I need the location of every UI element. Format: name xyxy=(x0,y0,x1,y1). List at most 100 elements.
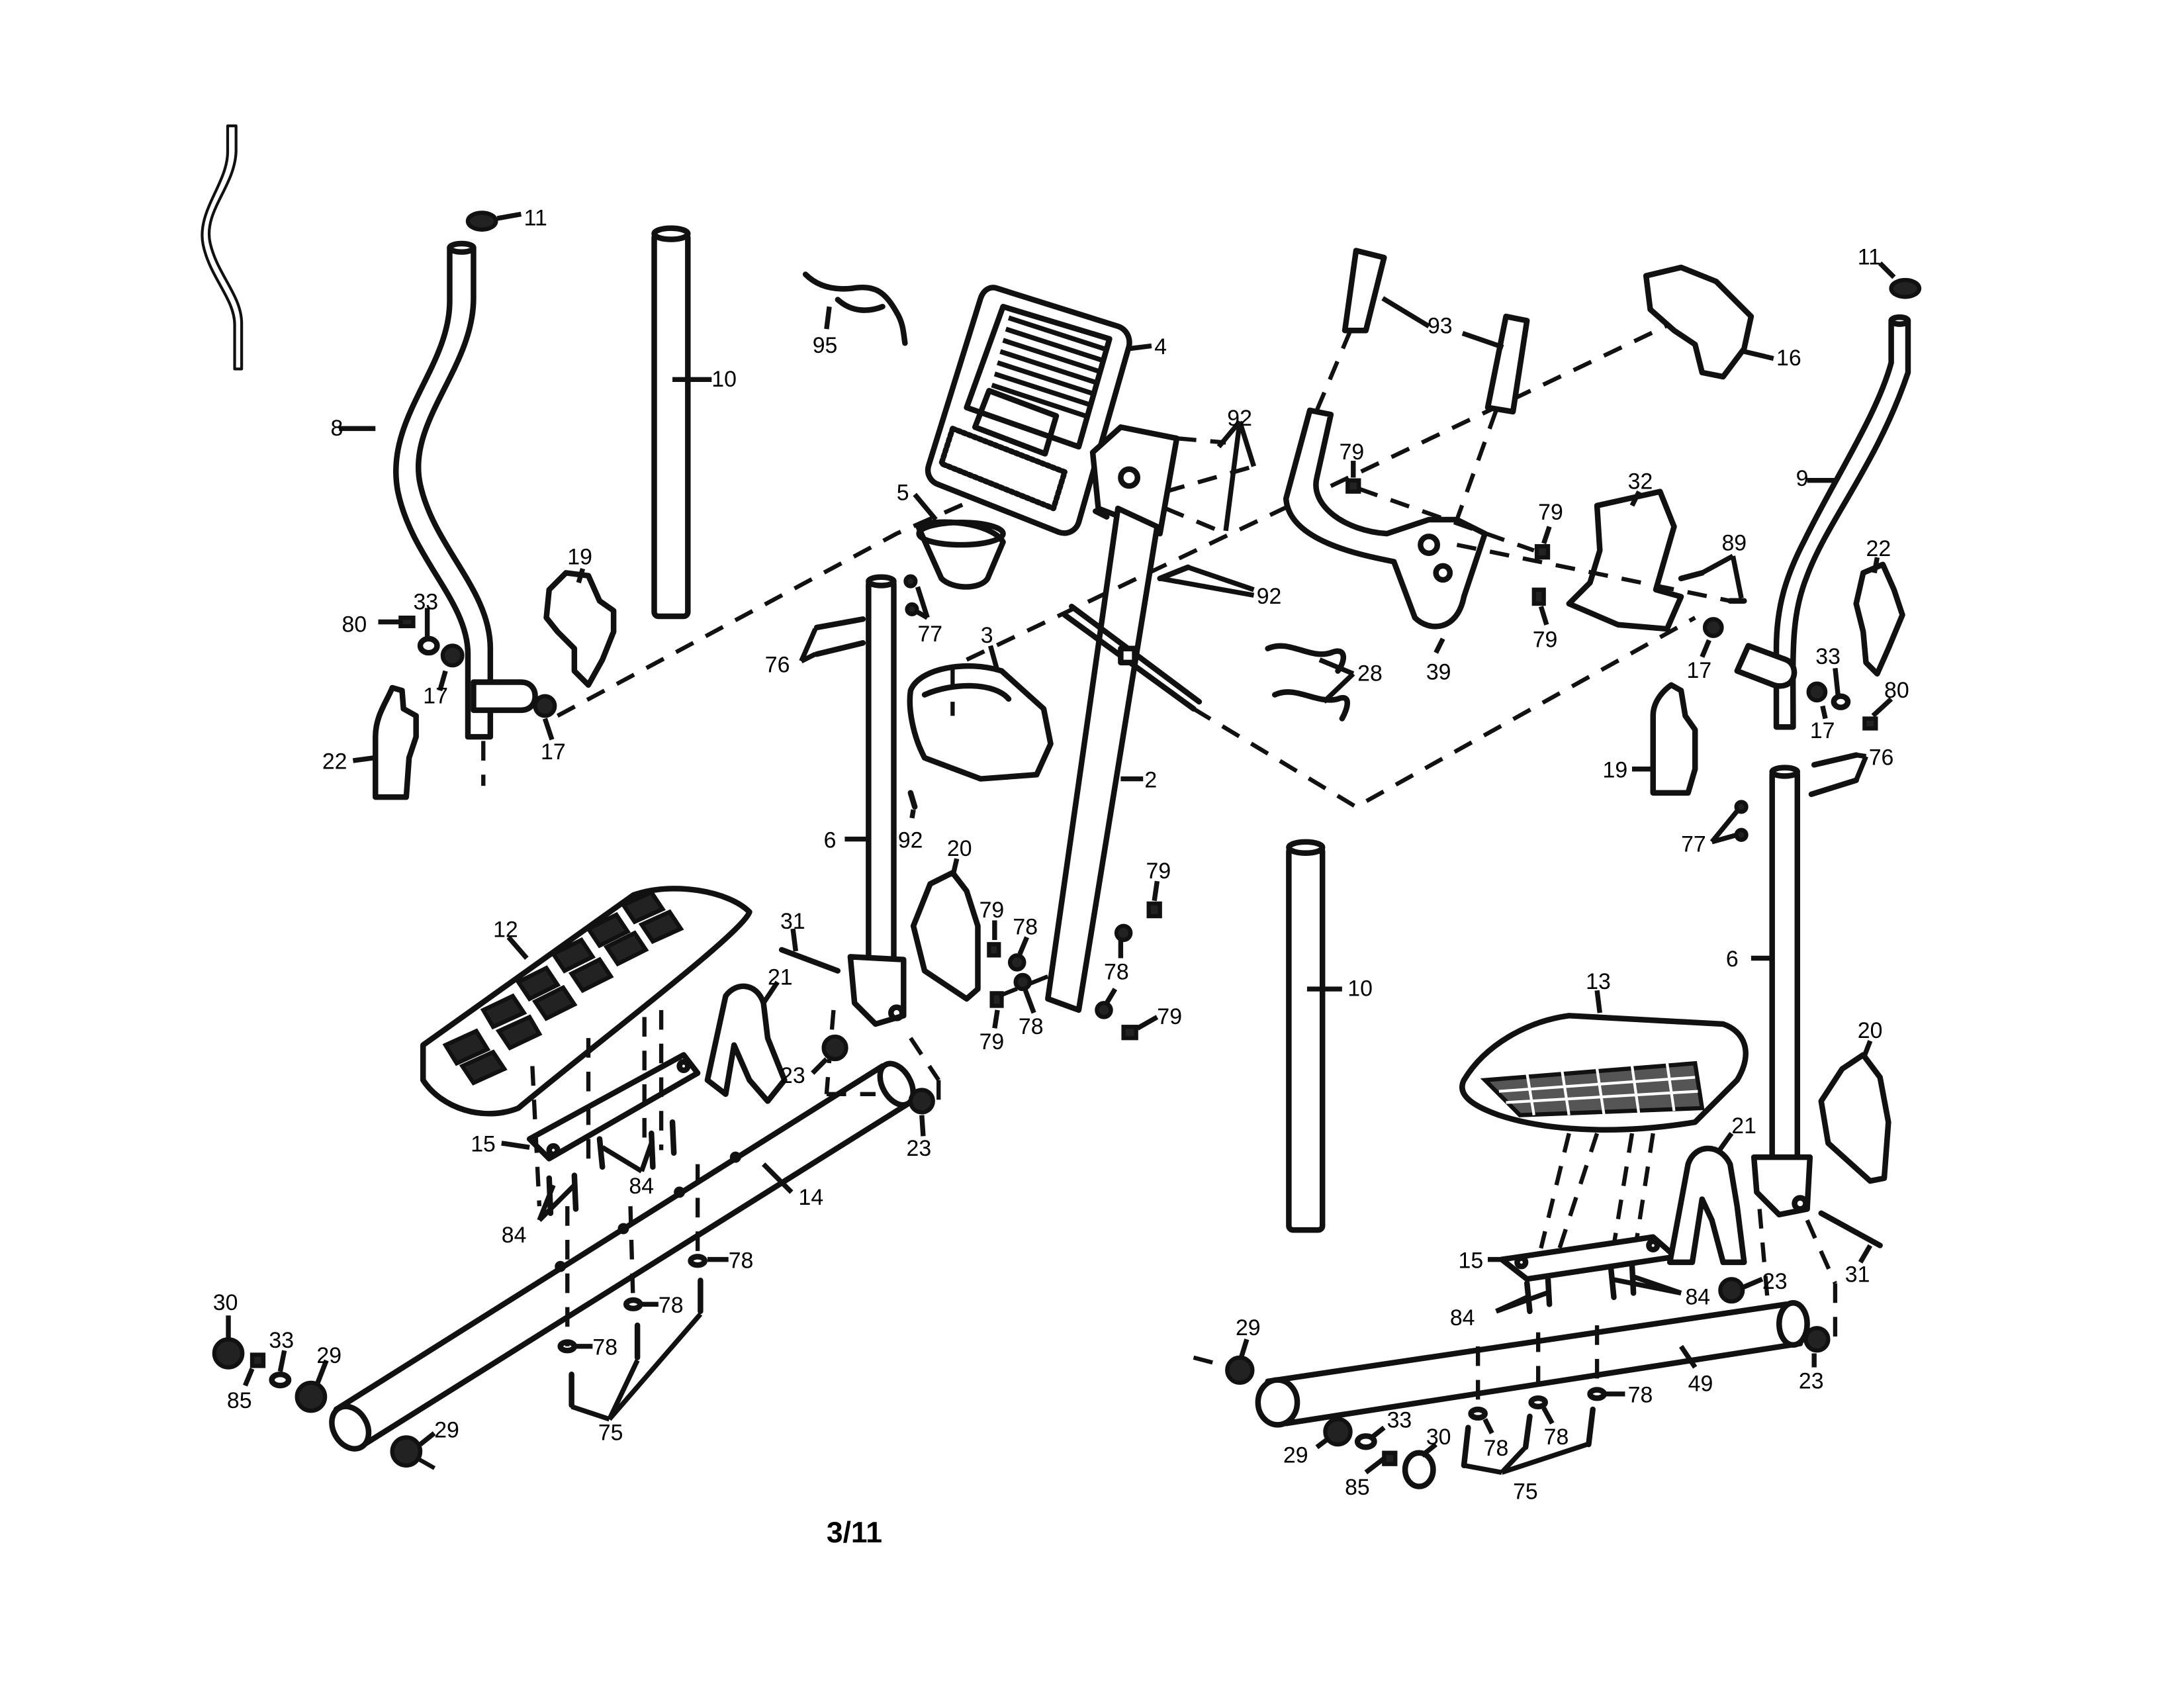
cover-20-left xyxy=(910,870,981,1002)
pedal-13 xyxy=(1459,1013,1749,1133)
callout-6: 6 xyxy=(1726,947,1739,972)
callout-79: 79 xyxy=(1538,500,1563,525)
bolt-76-right xyxy=(1808,752,1859,798)
callout-4: 4 xyxy=(1154,334,1167,359)
callout-10: 10 xyxy=(711,367,737,392)
callout-85: 85 xyxy=(227,1388,252,1413)
callout-92: 92 xyxy=(1227,406,1252,431)
bolt-79-top-c xyxy=(1531,587,1546,606)
callout-31: 31 xyxy=(1845,1262,1870,1287)
grip-93-b xyxy=(1484,313,1530,415)
callout-12: 12 xyxy=(493,917,518,943)
callout-79: 79 xyxy=(979,898,1005,923)
callout-2: 2 xyxy=(1144,767,1157,792)
main-frame-2 xyxy=(1045,505,1160,1013)
callout-9: 9 xyxy=(1796,466,1809,491)
link-arm-49 xyxy=(1255,1299,1810,1428)
callout-19: 19 xyxy=(1603,757,1628,782)
bearing-23-right-a xyxy=(1718,1277,1745,1304)
callout-80: 80 xyxy=(341,612,367,637)
bolt-80-right xyxy=(1862,716,1878,731)
callout-23: 23 xyxy=(907,1136,932,1161)
callout-89: 89 xyxy=(1721,531,1747,556)
bearing-23-left-a xyxy=(821,1034,848,1062)
bolt-76-left xyxy=(813,616,866,657)
callout-76: 76 xyxy=(1869,745,1894,770)
callout-23: 23 xyxy=(1799,1368,1824,1393)
callout-93: 93 xyxy=(1428,313,1453,338)
callout-31: 31 xyxy=(780,909,805,934)
callout-76: 76 xyxy=(765,653,790,678)
shroud-21-left xyxy=(704,983,788,1104)
bolt-79-top-b xyxy=(1534,544,1551,560)
callout-21: 21 xyxy=(1731,1113,1756,1139)
callout-labels: 11 11 10 10 8 9 95 4 93 16 92 92 92 79 7… xyxy=(213,205,1909,1504)
callout-8: 8 xyxy=(331,416,343,441)
callout-11: 11 xyxy=(1858,245,1881,270)
washer-77-right xyxy=(1734,800,1749,842)
tube-10-right xyxy=(1286,839,1326,1233)
shroud-19-left xyxy=(543,570,617,688)
callout-84: 84 xyxy=(629,1174,654,1199)
callout-6: 6 xyxy=(824,827,837,853)
callout-14: 14 xyxy=(799,1185,824,1210)
console-grille xyxy=(991,315,1105,418)
pin-31-left xyxy=(778,947,841,974)
hardware-29-33-85-30-right xyxy=(1225,1355,1436,1489)
holder-32 xyxy=(1566,489,1684,632)
console-bracket xyxy=(1089,424,1180,537)
callout-10: 10 xyxy=(1347,976,1373,1002)
callout-78: 78 xyxy=(1104,959,1129,984)
callout-20: 20 xyxy=(1858,1018,1883,1043)
callout-79: 79 xyxy=(1146,859,1171,884)
bushing-17-left-a xyxy=(440,643,465,668)
callout-80: 80 xyxy=(1884,678,1909,703)
washer-77-left xyxy=(903,574,919,617)
callout-39: 39 xyxy=(1426,659,1451,684)
axle xyxy=(1062,603,1203,712)
callout-78: 78 xyxy=(1628,1383,1653,1408)
screw-84-right xyxy=(1524,1262,1637,1315)
callout-77: 77 xyxy=(917,622,942,647)
handlebar-39 xyxy=(1283,407,1488,630)
hardware-79-78-left xyxy=(987,901,1162,1041)
post-6-left xyxy=(847,574,907,1027)
callout-20: 20 xyxy=(947,836,972,861)
callout-32: 32 xyxy=(1628,469,1653,494)
callout-33: 33 xyxy=(413,589,438,614)
console-4 xyxy=(925,285,1132,536)
callout-3: 3 xyxy=(981,623,993,648)
callout-21: 21 xyxy=(768,965,793,990)
callout-17: 17 xyxy=(1687,658,1712,683)
bearing-23-left-b xyxy=(908,1088,935,1115)
callout-79: 79 xyxy=(979,1029,1005,1055)
washer-33-left xyxy=(417,635,440,656)
callout-15: 15 xyxy=(1459,1248,1484,1273)
bearing-23-right-b xyxy=(1803,1326,1831,1353)
callout-17: 17 xyxy=(1810,718,1835,743)
tube-10-left xyxy=(651,225,691,620)
shroud-21-right xyxy=(1666,1145,1747,1266)
end-cap-11-right xyxy=(1889,277,1922,299)
callout-15: 15 xyxy=(471,1132,496,1157)
callout-84: 84 xyxy=(502,1223,527,1248)
callout-79: 79 xyxy=(1340,440,1365,465)
callout-23: 23 xyxy=(780,1063,805,1088)
bushing-17-left-b xyxy=(533,694,557,718)
callout-85: 85 xyxy=(1345,1475,1370,1500)
pin-31-right xyxy=(1818,1210,1883,1248)
screw-92-lower xyxy=(907,790,918,810)
callout-29: 29 xyxy=(316,1343,341,1368)
callout-33: 33 xyxy=(1815,644,1841,669)
callout-84: 84 xyxy=(1450,1305,1475,1331)
callout-49: 49 xyxy=(1688,1372,1713,1397)
bushing-17-right-a xyxy=(1702,617,1724,638)
callout-75: 75 xyxy=(1513,1479,1538,1505)
left-upper-arm xyxy=(392,240,538,740)
right-upper-arm-9 xyxy=(1734,314,1911,730)
callout-28: 28 xyxy=(1357,661,1383,686)
screw-92-mid xyxy=(1157,564,1191,582)
bushing-17-right-b xyxy=(1806,681,1828,703)
plate-15-right xyxy=(1498,1234,1678,1282)
